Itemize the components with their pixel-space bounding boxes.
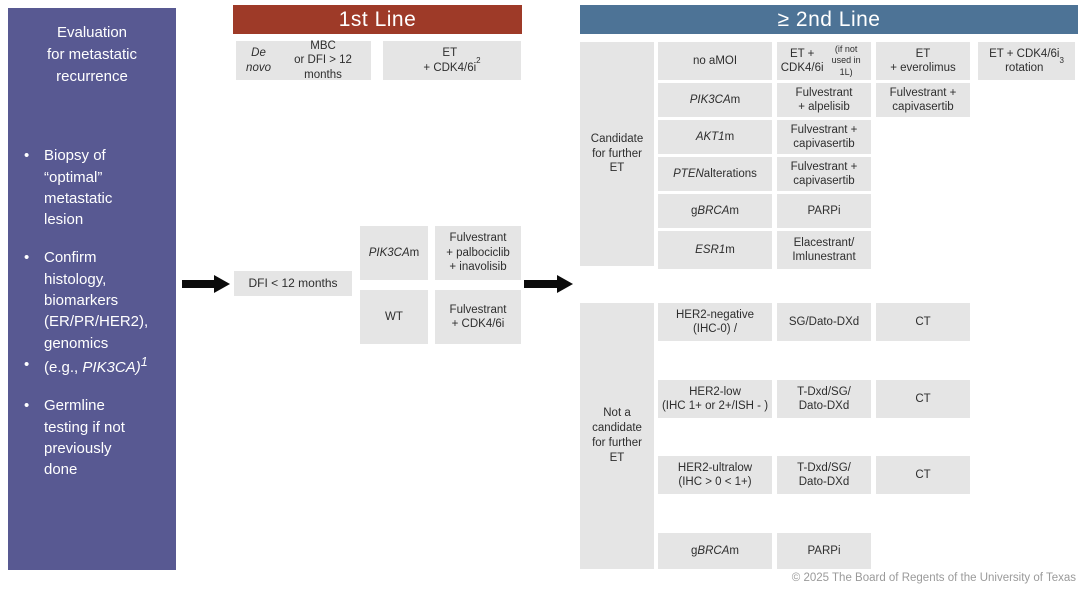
biomarker-cell: PTEN alterations bbox=[658, 157, 772, 191]
treatment-cell: PARPi bbox=[777, 194, 871, 228]
treatment-cell: Fulvestrant +capivasertib bbox=[876, 83, 970, 117]
bullet-icon bbox=[24, 247, 44, 353]
treatment-cell: PARPi bbox=[777, 533, 871, 569]
treatment-cell: ET+ everolimus bbox=[876, 42, 970, 80]
bullet-icon bbox=[24, 145, 44, 230]
table-row: HER2-negative(IHC-0) / SG/Dato-DXd CT bbox=[658, 303, 975, 341]
wt-treatment-box: Fulvestrant+ CDK4/6i bbox=[435, 290, 521, 344]
treatment-cell: Fulvestrant +capivasertib bbox=[777, 120, 871, 154]
arrow-head bbox=[557, 275, 573, 293]
treatment-cell: T-Dxd/SG/Dato-DXd bbox=[777, 380, 871, 418]
biomarker-cell: no aMOI bbox=[658, 42, 772, 80]
biomarker-cell: HER2-low(IHC 1+ or 2+/ISH - ) bbox=[658, 380, 772, 418]
treatment-cell: Fulvestrant+ alpelisib bbox=[777, 83, 871, 117]
candidate-rows: no aMOI ET + CDK4/6i(if not used in 1L) … bbox=[658, 42, 1078, 269]
dfi-under-12-months-box: DFI < 12 months bbox=[234, 271, 352, 296]
table-row: HER2-low(IHC 1+ or 2+/ISH - ) T-Dxd/SG/D… bbox=[658, 380, 975, 418]
arrow-shaft bbox=[182, 280, 214, 288]
biomarker-cell: HER2-ultralow(IHC > 0 < 1+) bbox=[658, 456, 772, 494]
arrow-shaft bbox=[524, 280, 557, 288]
treatment-cell: Elacestrant/Imlunestrant bbox=[777, 231, 871, 269]
sidebar-bullet-text: (e.g., PIK3CA)1 bbox=[44, 354, 148, 376]
biomarker-cell: HER2-negative(IHC-0) / bbox=[658, 303, 772, 341]
flow-arrow-right-icon bbox=[524, 275, 573, 293]
sidebar-bullet-confirm: Confirmhistology,biomarkers(ER/PR/HER2),… bbox=[24, 247, 164, 353]
bullet-icon bbox=[24, 395, 44, 480]
table-row: PTEN alterations Fulvestrant +capivasert… bbox=[658, 157, 1078, 191]
table-row: no aMOI ET + CDK4/6i(if not used in 1L) … bbox=[658, 42, 1078, 80]
first-line-header: 1st Line bbox=[233, 5, 522, 34]
treatment-cell: CT bbox=[876, 303, 970, 341]
treatment-cell: CT bbox=[876, 380, 970, 418]
treatment-cell: Fulvestrant +capivasertib bbox=[777, 157, 871, 191]
second-line-header: ≥ 2nd Line bbox=[580, 5, 1078, 34]
flow-arrow-right-icon bbox=[182, 275, 230, 293]
bullet-icon bbox=[24, 354, 44, 378]
treatment-cell: SG/Dato-DXd bbox=[777, 303, 871, 341]
arrow-head bbox=[214, 275, 230, 293]
pik3cam-treatment-box: Fulvestrant+ palbociclib+ inavolisib bbox=[435, 226, 521, 280]
wt-biomarker-box: WT bbox=[360, 290, 428, 344]
treatment-cell: CT bbox=[876, 456, 970, 494]
copyright-notice: © 2025 The Board of Regents of the Unive… bbox=[791, 572, 1076, 584]
treatment-cell: ET + CDK4/6i(if not used in 1L) bbox=[777, 42, 871, 80]
treatment-cell: T-Dxd/SG/Dato-DXd bbox=[777, 456, 871, 494]
sidebar-bullet-genomics-example: (e.g., PIK3CA)1 bbox=[24, 354, 164, 378]
table-row: HER2-ultralow(IHC > 0 < 1+) T-Dxd/SG/Dat… bbox=[658, 456, 975, 494]
